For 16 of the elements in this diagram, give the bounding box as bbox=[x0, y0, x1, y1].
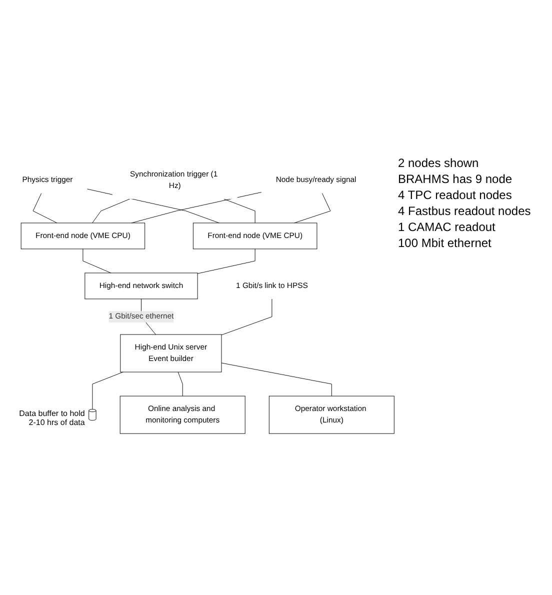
connector bbox=[221, 298, 272, 336]
connector bbox=[92, 198, 130, 224]
note-text: BRAHMS has 9 node bbox=[398, 172, 514, 186]
connector bbox=[82, 248, 112, 274]
connector bbox=[221, 362, 332, 396]
connector bbox=[178, 372, 183, 396]
connector bbox=[224, 198, 256, 224]
connector bbox=[131, 192, 262, 224]
note-text: 4 TPC readout nodes bbox=[398, 188, 513, 202]
note-text: 4 Fastbus readout nodes bbox=[398, 204, 532, 218]
note-text: 100 Mbit ethernet bbox=[398, 236, 492, 250]
note-text: 1 CAMAC readout bbox=[398, 220, 496, 234]
connector bbox=[294, 192, 331, 224]
node-cylinder bbox=[88, 409, 96, 421]
note-text: 2 nodes shown bbox=[398, 156, 480, 170]
connector bbox=[197, 248, 256, 274]
